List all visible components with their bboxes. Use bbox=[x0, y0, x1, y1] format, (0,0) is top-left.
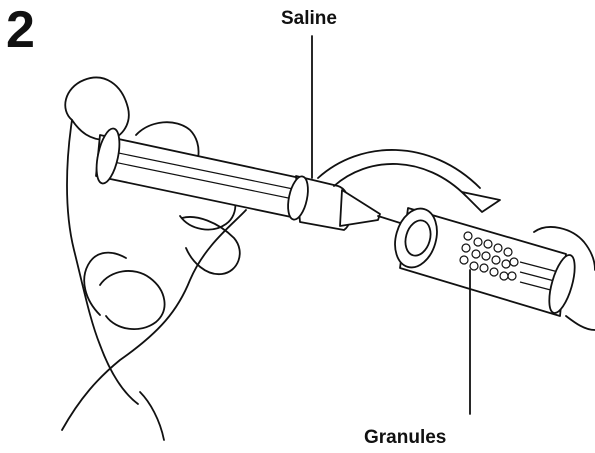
granule-container bbox=[389, 204, 580, 316]
left-hand bbox=[62, 78, 246, 440]
syringe bbox=[92, 127, 416, 230]
